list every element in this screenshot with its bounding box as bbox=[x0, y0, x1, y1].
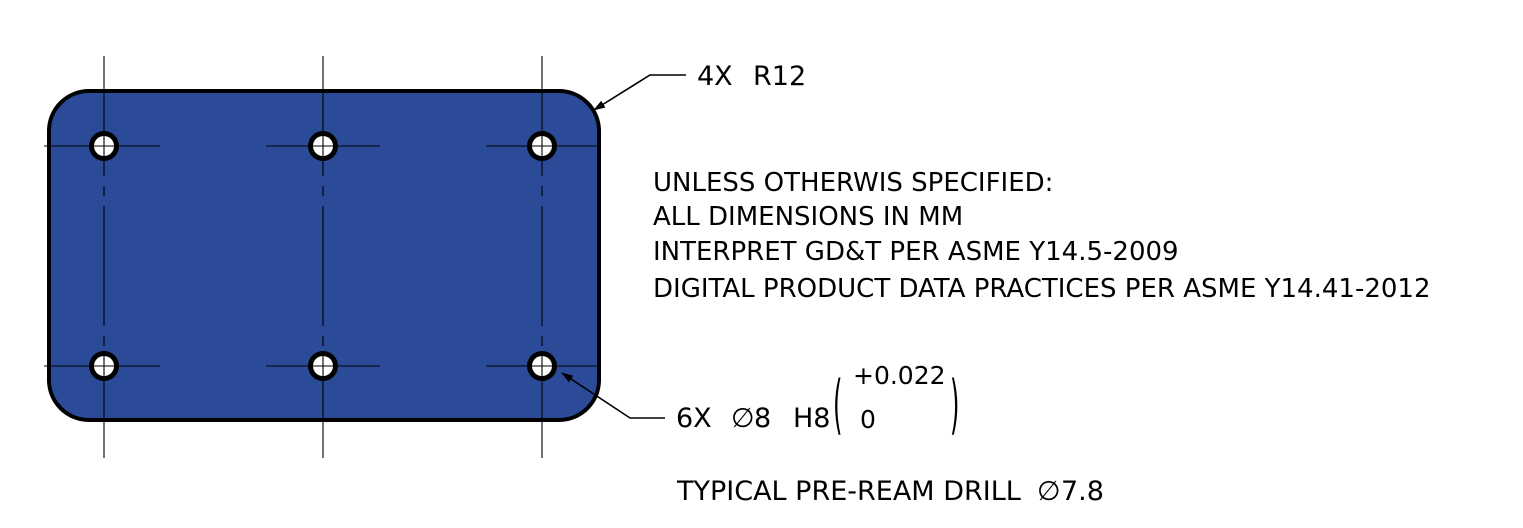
hole-fit-class: H8 bbox=[793, 403, 830, 434]
hole bbox=[308, 131, 338, 161]
tolerance-paren-open: ( bbox=[833, 368, 842, 442]
corner-callout-count: 4X bbox=[697, 61, 733, 92]
hole bbox=[308, 351, 338, 381]
hole-count: 6X bbox=[676, 403, 712, 434]
tolerance-paren-close: ) bbox=[950, 368, 959, 442]
hole bbox=[527, 351, 557, 381]
tolerance-lower: 0 bbox=[860, 405, 876, 434]
hole bbox=[89, 131, 119, 161]
corner-callout-radius: R12 bbox=[753, 61, 806, 92]
hole-diameter: 8 bbox=[754, 403, 771, 434]
hole-diameter-symbol: ∅ bbox=[731, 403, 755, 434]
drill-diameter: 7.8 bbox=[1061, 476, 1104, 507]
notes-line-dimensions: ALL DIMENSIONS IN MM bbox=[653, 202, 963, 232]
hole-callout-leader bbox=[561, 372, 665, 419]
hole-centerlines bbox=[44, 56, 600, 458]
drill-note: TYPICAL PRE-REAM DRILL ∅ 7.8 bbox=[676, 476, 1104, 507]
notes-line-product-data: DIGITAL PRODUCT DATA PRACTICES PER ASME … bbox=[653, 274, 1431, 304]
mounting-holes bbox=[89, 131, 557, 381]
drill-diameter-symbol: ∅ bbox=[1037, 476, 1061, 507]
drill-note-text: TYPICAL PRE-REAM DRILL bbox=[676, 476, 1021, 507]
hole bbox=[527, 131, 557, 161]
hole-callout: 6X ∅ 8 H8 ( +0.022 0 ) bbox=[676, 361, 959, 442]
plate-body bbox=[47, 89, 601, 422]
tolerance-upper: +0.022 bbox=[853, 361, 946, 390]
notes-title: UNLESS OTHERWIS SPECIFIED: bbox=[653, 168, 1053, 198]
notes-line-gdt: INTERPRET GD&T PER ASME Y14.5-2009 bbox=[653, 237, 1179, 267]
general-notes: UNLESS OTHERWIS SPECIFIED: ALL DIMENSION… bbox=[653, 168, 1431, 304]
hole bbox=[89, 351, 119, 381]
corner-radius-leader bbox=[593, 74, 686, 111]
